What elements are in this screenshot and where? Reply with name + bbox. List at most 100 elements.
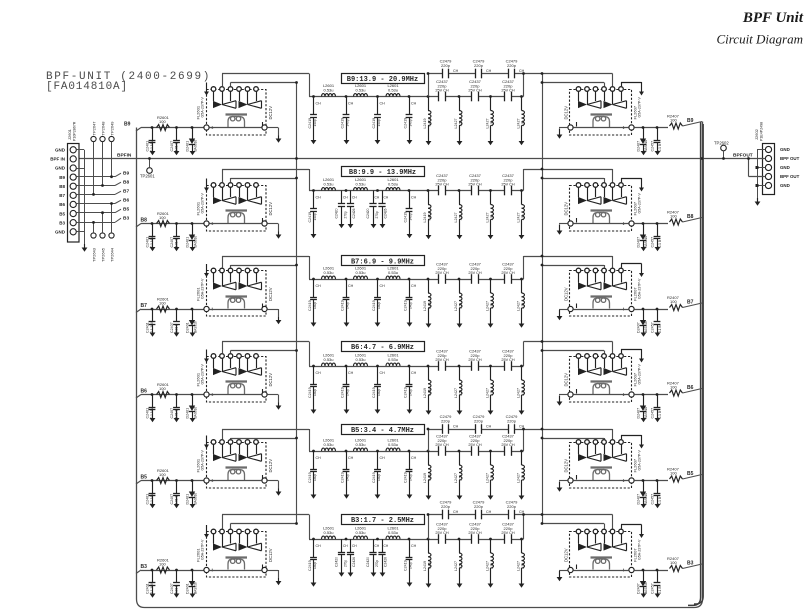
- svg-text:C2437: C2437: [502, 262, 515, 267]
- svg-text:C2457: C2457: [651, 494, 655, 505]
- svg-text:C2457: C2457: [651, 408, 655, 419]
- svg-text:C2401: C2401: [146, 322, 150, 333]
- svg-text:DC12V: DC12V: [268, 106, 273, 120]
- svg-text:1.5u: 1.5u: [490, 120, 494, 126]
- svg-text:0.47u: 0.47u: [428, 561, 432, 569]
- svg-text:J2601: J2601: [67, 128, 72, 140]
- svg-text:0.1 B: 0.1 B: [658, 411, 662, 418]
- svg-text:L2601: L2601: [355, 266, 367, 271]
- svg-text:D2401: D2401: [186, 408, 190, 419]
- svg-text:L2427: L2427: [454, 213, 458, 223]
- svg-text:140p: 140p: [346, 119, 350, 126]
- svg-text:R2407: R2407: [667, 210, 680, 215]
- svg-text:0.01 B: 0.01 B: [174, 585, 178, 594]
- svg-text:+: +: [622, 393, 626, 399]
- svg-text:1.5u: 1.5u: [459, 214, 463, 220]
- svg-text:C2437: C2437: [502, 173, 515, 178]
- svg-text:FL2601: FL2601: [196, 548, 201, 562]
- svg-text:220p: 220p: [504, 84, 514, 89]
- svg-text:GND: GND: [780, 183, 790, 188]
- svg-text:C2419: C2419: [372, 118, 376, 129]
- svg-text:B7:6.9 - 9.9MHz: B7:6.9 - 9.9MHz: [351, 258, 414, 266]
- svg-text:220p: 220p: [474, 63, 484, 68]
- svg-text:FL2601: FL2601: [196, 287, 201, 301]
- svg-text:140p: 140p: [377, 119, 381, 126]
- svg-text:220p: 220p: [474, 419, 484, 424]
- svg-text:220p: 220p: [438, 178, 448, 183]
- svg-text:P1E4P2498: P1E4P2498: [760, 122, 764, 141]
- svg-text:C2419: C2419: [341, 118, 345, 129]
- svg-text:+: +: [211, 222, 215, 228]
- svg-text:C2437: C2437: [502, 79, 515, 84]
- svg-text:C2420: C2420: [366, 557, 370, 567]
- svg-text:CH: CH: [352, 196, 357, 200]
- svg-text:C2479: C2479: [473, 500, 486, 505]
- svg-text:25V CH: 25V CH: [468, 443, 482, 447]
- svg-text:B6: B6: [141, 389, 148, 395]
- svg-text:C2407: C2407: [170, 322, 174, 333]
- svg-text:0.53u: 0.53u: [323, 442, 333, 447]
- svg-text:GND: GND: [55, 229, 66, 234]
- svg-text:L2601: L2601: [387, 353, 399, 358]
- svg-text:TP2645: TP2645: [101, 247, 106, 262]
- svg-text:140p: 140p: [409, 474, 413, 481]
- svg-text:BAS316: BAS316: [193, 582, 197, 594]
- svg-text:CH: CH: [519, 510, 525, 514]
- svg-text:CH: CH: [486, 510, 492, 514]
- svg-text:25V CH: 25V CH: [435, 271, 449, 275]
- svg-text:C2457: C2457: [651, 322, 655, 333]
- svg-text:C2407: C2407: [170, 141, 174, 152]
- svg-text:L2427: L2427: [486, 213, 490, 223]
- svg-text:DC12V: DC12V: [564, 202, 569, 216]
- svg-text:L2601: L2601: [387, 177, 399, 182]
- svg-text:C2407: C2407: [170, 494, 174, 505]
- svg-text:C2437: C2437: [469, 522, 482, 527]
- svg-text:25V CH: 25V CH: [435, 358, 449, 362]
- svg-text:B7: B7: [59, 193, 65, 198]
- svg-text:L2427: L2427: [517, 388, 521, 398]
- svg-text:L2601: L2601: [355, 83, 367, 88]
- svg-text:B6: B6: [687, 385, 694, 391]
- svg-text:D2401: D2401: [186, 141, 190, 152]
- svg-text:L2601: L2601: [355, 526, 367, 531]
- svg-text:C2426: C2426: [352, 557, 356, 567]
- svg-text:0.53u: 0.53u: [323, 182, 333, 187]
- svg-text:FL2601: FL2601: [196, 372, 201, 386]
- svg-text:L2601: L2601: [323, 83, 335, 88]
- svg-text:25V CH: 25V CH: [501, 531, 515, 535]
- svg-text:B9: B9: [124, 122, 131, 128]
- svg-text:C2419: C2419: [341, 300, 345, 311]
- svg-text:P10P2867R: P10P2867R: [73, 121, 77, 141]
- svg-text:+: +: [211, 393, 215, 399]
- svg-text:CH: CH: [316, 284, 322, 288]
- svg-text:220p: 220p: [471, 353, 481, 358]
- svg-text:CH: CH: [375, 196, 380, 200]
- svg-text:L2419: L2419: [423, 301, 427, 311]
- svg-text:B7: B7: [123, 189, 129, 195]
- svg-text:C2426: C2426: [383, 208, 387, 218]
- svg-text:0.01 B: 0.01 B: [174, 324, 178, 333]
- svg-text:L2427: L2427: [486, 388, 490, 398]
- svg-text:270p: 270p: [343, 211, 347, 218]
- svg-text:L2419: L2419: [423, 213, 427, 223]
- svg-text:B9: B9: [59, 175, 65, 180]
- svg-text:0.1 B: 0.1 B: [658, 240, 662, 247]
- svg-text:270p: 270p: [375, 211, 379, 218]
- svg-text:C2419: C2419: [404, 212, 408, 223]
- svg-text:C2457: C2457: [651, 583, 655, 594]
- svg-text:L2601: L2601: [323, 526, 335, 531]
- svg-text:C2437: C2437: [436, 79, 449, 84]
- svg-text:G5A-237P-V: G5A-237P-V: [201, 539, 205, 560]
- svg-text:0.53u: 0.53u: [355, 182, 365, 187]
- svg-text:0.53u: 0.53u: [388, 442, 398, 447]
- svg-text:+: +: [211, 479, 215, 485]
- svg-text:D2401: D2401: [186, 322, 190, 333]
- svg-text:L2601: L2601: [355, 353, 367, 358]
- svg-text:L2419: L2419: [423, 473, 427, 483]
- svg-text:L2601: L2601: [323, 353, 335, 358]
- svg-text:BAS316: BAS316: [193, 236, 197, 248]
- svg-text:R2601: R2601: [157, 115, 170, 120]
- svg-text:B5: B5: [59, 211, 65, 216]
- svg-text:BPFIN: BPFIN: [117, 153, 132, 159]
- svg-text:25V CH: 25V CH: [435, 531, 449, 535]
